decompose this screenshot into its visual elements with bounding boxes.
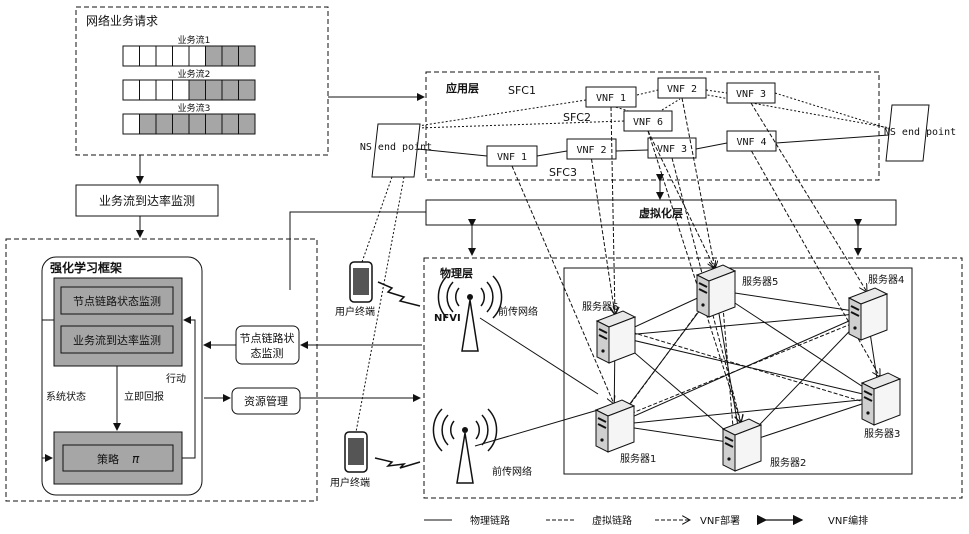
flow-cell	[140, 80, 157, 100]
resource-mgmt-label: 资源管理	[244, 394, 288, 408]
flow-cell	[239, 80, 256, 100]
physical-link	[715, 290, 867, 313]
flow-cell	[206, 114, 223, 134]
vnf-label: VNF 4	[736, 137, 766, 148]
policy-pi: π	[132, 452, 140, 466]
flow-cell	[222, 80, 239, 100]
server-label-1: 服务器1	[620, 452, 656, 465]
server-1	[596, 400, 634, 452]
flow-cell	[239, 46, 256, 66]
server-5	[697, 265, 735, 317]
vnf-label: VNF 2	[576, 145, 606, 156]
nfvi-label: NFVI	[434, 313, 461, 324]
env-arrival-monitor: 业务流到达率监测	[73, 333, 161, 347]
legend-deploy: VNF部署	[700, 514, 740, 527]
env-node-link-monitor: 节点链路状态监测	[73, 294, 161, 308]
rl-framework-panel: 强化学习框架 节点链路状态监测 业务流到达率监测 策略 π 系统状态 立即回报 …	[6, 239, 317, 501]
vnf-label: VNF 6	[633, 117, 663, 128]
user-terminal-top: 用户终端	[335, 305, 375, 318]
flow-cell	[173, 114, 190, 134]
rl-framework-title: 强化学习框架	[50, 260, 122, 275]
policy-label: 策略	[97, 452, 119, 466]
flow-cell	[173, 46, 190, 66]
node-monitor-line2: 态监测	[251, 347, 284, 360]
legend-orchestrate: VNF编排	[828, 514, 868, 527]
legend: 物理链路 虚拟链路 VNF部署 VNF编排	[424, 514, 868, 527]
server-3	[862, 373, 900, 425]
flow-cell	[156, 114, 173, 134]
user-phone-bottom	[345, 432, 367, 472]
flow-cell	[189, 80, 206, 100]
server-label-2: 服务器2	[770, 456, 806, 469]
flow-cell	[222, 114, 239, 134]
flow-cell	[239, 114, 256, 134]
vnf-deploy-arrow	[592, 159, 616, 315]
flow-cell	[189, 46, 206, 66]
flow-cell	[140, 46, 157, 66]
nfvi-antenna-bottom	[433, 409, 496, 483]
system-state-label: 系统状态	[46, 390, 86, 403]
server-label-6: 服务器6	[582, 300, 618, 313]
flow-cell	[189, 114, 206, 134]
fronthaul-label-top: 前传网络	[498, 305, 538, 318]
flow-cell	[206, 80, 223, 100]
vnf-label: VNF 3	[657, 144, 687, 155]
vnf-label: VNF 2	[667, 84, 697, 95]
virtual-link	[621, 329, 874, 405]
flow-cell	[173, 80, 190, 100]
flow-cell	[140, 114, 157, 134]
ns-endpoint-right: NS end point	[884, 105, 956, 161]
vnf-label: VNF 1	[596, 93, 626, 104]
flow-cell	[206, 46, 223, 66]
sfc3-label: SFC3	[549, 166, 577, 179]
legend-virtual: 虚拟链路	[592, 514, 632, 527]
server-4	[849, 288, 887, 340]
fronthaul-label-bottom: 前传网络	[492, 465, 532, 478]
virtualization-layer: 虚拟化层	[426, 200, 896, 225]
physical-link	[614, 313, 867, 425]
flow-cell	[123, 80, 140, 100]
server-2	[723, 419, 761, 471]
ns-endpoint-left: NS end point	[360, 124, 432, 177]
node-monitor-line1: 节点链路状	[240, 331, 295, 345]
ns-endpoint-left-label: NS end point	[360, 142, 432, 153]
resource-management-box: 资源管理	[232, 388, 300, 414]
service-request-title: 网络业务请求	[86, 13, 158, 28]
flow-label-3: 业务流3	[178, 102, 211, 114]
vnf-label: VNF 1	[497, 152, 527, 163]
flow-cell	[156, 46, 173, 66]
server-label-5: 服务器5	[742, 275, 778, 288]
legend-physical: 物理链路	[470, 514, 510, 527]
flow-label-1: 业务流1	[178, 34, 211, 46]
server-label-4: 服务器4	[868, 273, 904, 286]
action-label: 行动	[166, 372, 186, 385]
reward-label: 立即回报	[124, 390, 164, 403]
arrival-rate-monitor-label: 业务流到达率监测	[99, 193, 195, 208]
arrival-rate-monitor: 业务流到达率监测	[76, 185, 218, 216]
server-6	[597, 311, 635, 363]
flow-cell	[222, 46, 239, 66]
ns-endpoint-right-label: NS end point	[884, 127, 956, 138]
vnf-deploy-arrow	[751, 103, 867, 292]
vnf-label: VNF 3	[736, 89, 766, 100]
flow-cell	[123, 114, 140, 134]
user-phone-top	[350, 262, 372, 302]
flow-label-2: 业务流2	[178, 68, 211, 80]
sfc1-label: SFC1	[508, 84, 536, 97]
flow-bars: 业务流1 业务流2 业务流3	[123, 34, 255, 134]
vnf-deploy-arrow	[682, 98, 715, 269]
virtual-layer-title: 虚拟化层	[639, 206, 683, 220]
flow-cell	[156, 80, 173, 100]
service-request-panel: 网络业务请求 业务流1 业务流2 业务流3	[76, 7, 328, 155]
app-layer-title: 应用层	[446, 81, 479, 95]
flow-cell	[123, 46, 140, 66]
vnf-deploy-arrow	[752, 151, 881, 377]
node-link-state-monitor-box: 节点链路状 态监测	[236, 326, 299, 364]
user-terminal-bottom: 用户终端	[330, 476, 370, 489]
server-label-3: 服务器3	[864, 427, 900, 440]
